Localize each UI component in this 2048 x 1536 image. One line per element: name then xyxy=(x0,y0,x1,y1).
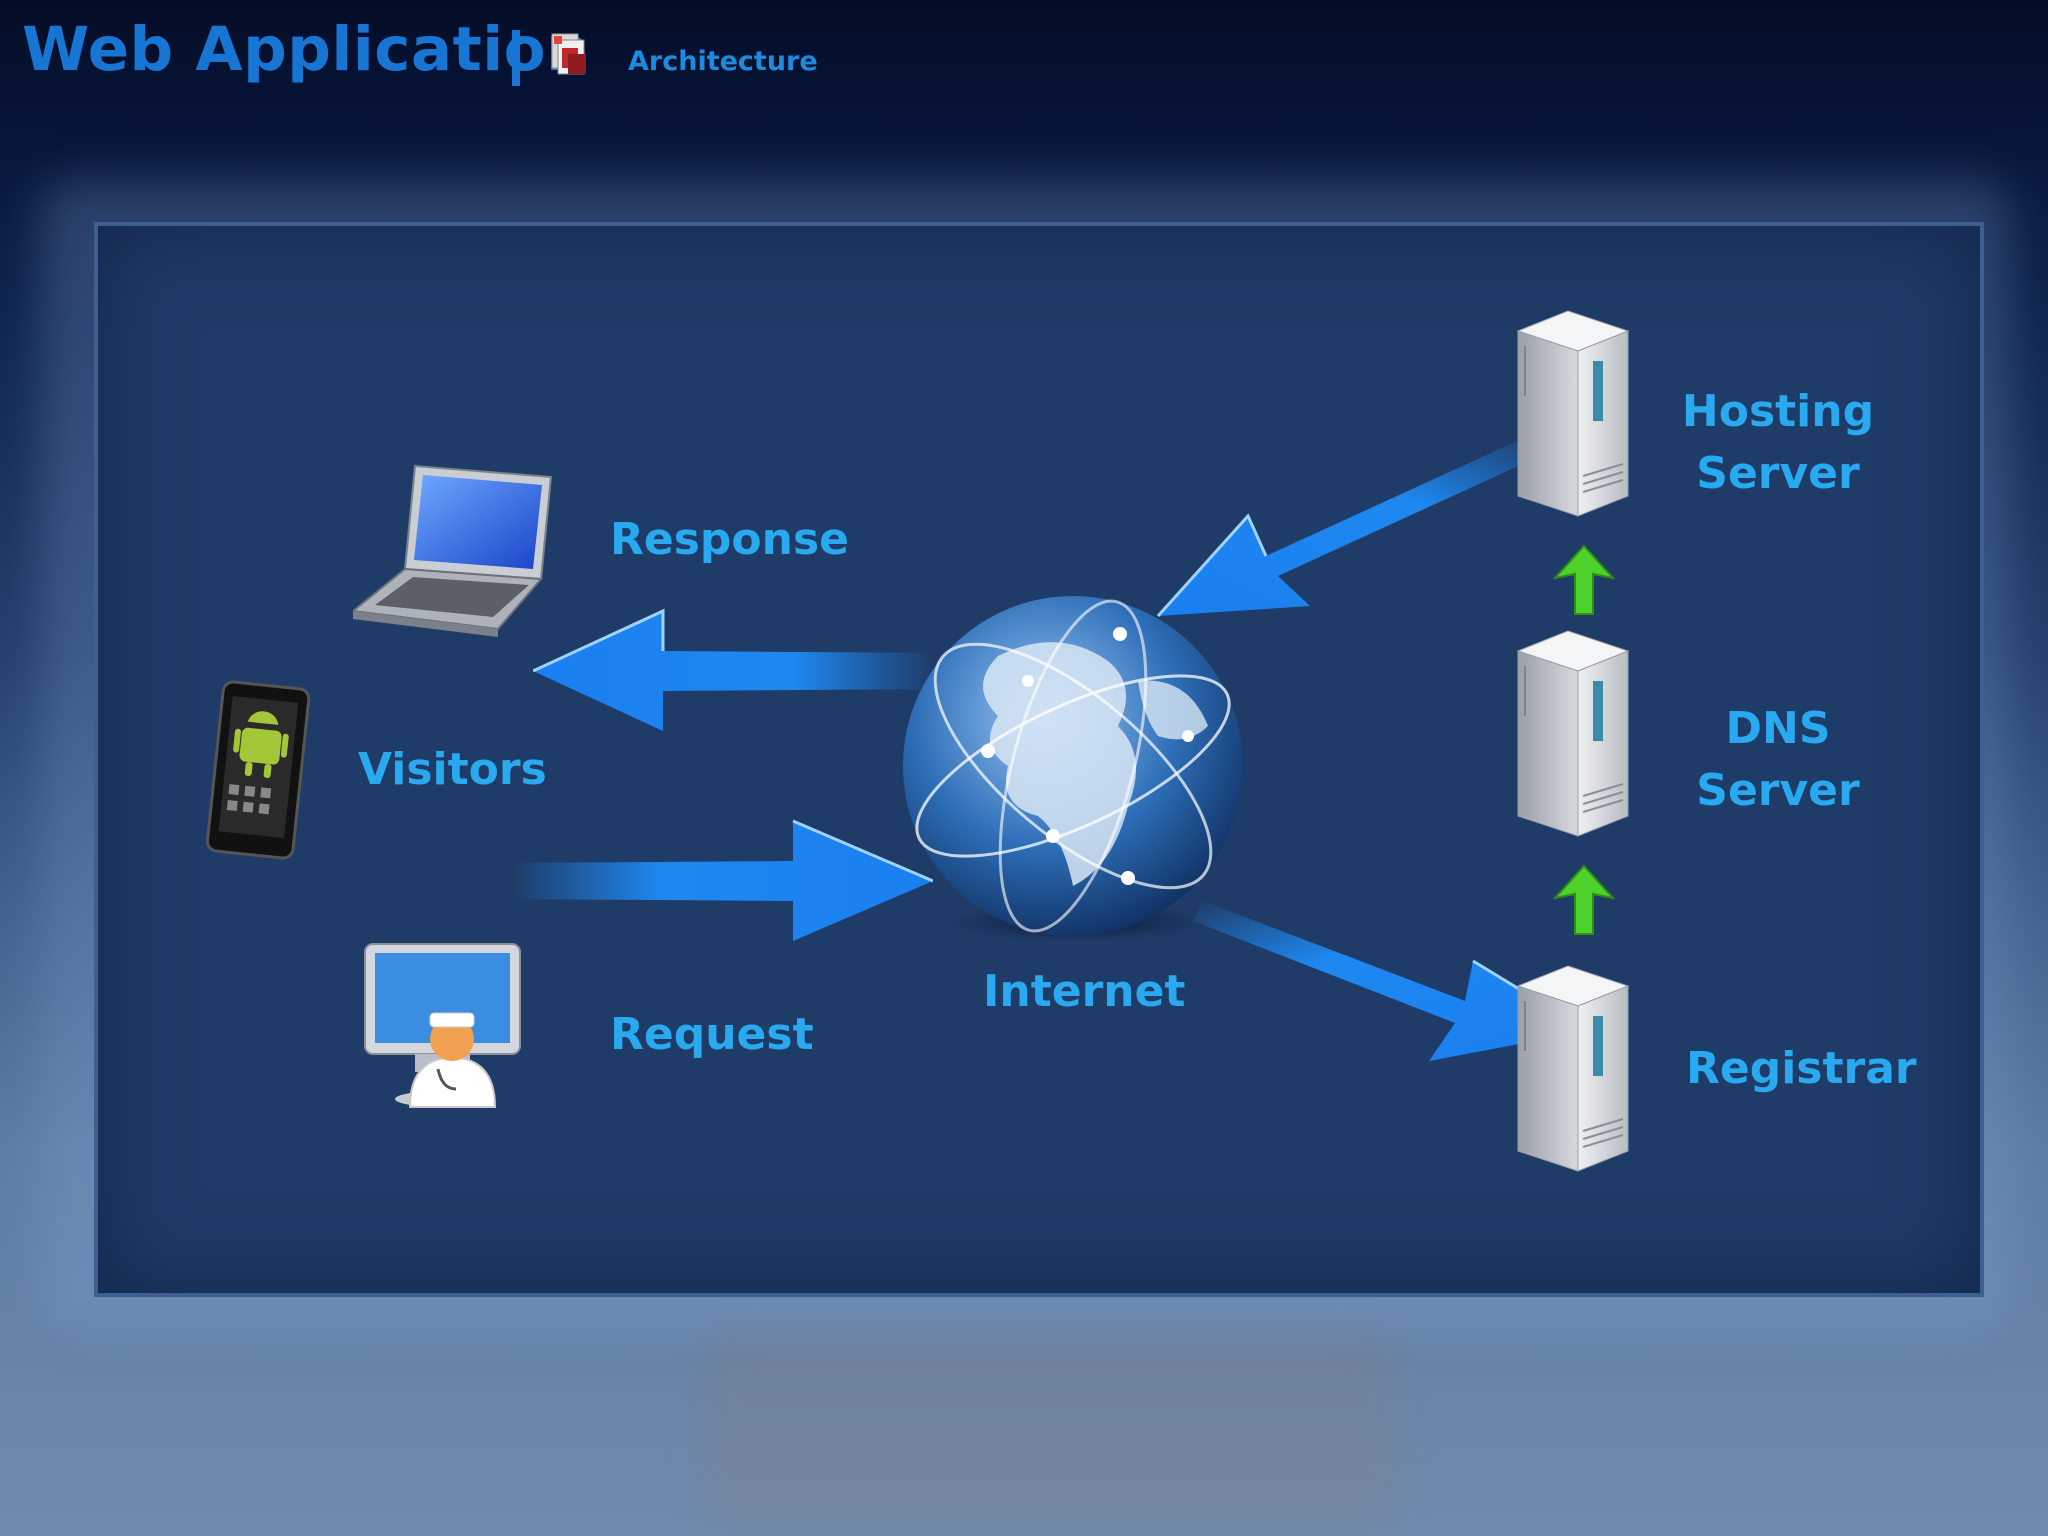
hosting-to-internet-arrow-icon xyxy=(1148,406,1548,626)
dns-server-label-line1: DNS xyxy=(1725,703,1831,754)
globe-icon xyxy=(888,586,1268,946)
hosting-server-label: Hosting Server xyxy=(1668,381,1888,505)
green-up-arrow-icon xyxy=(1553,864,1615,936)
hosting-server-label-line1: Hosting xyxy=(1681,386,1875,437)
request-arrow-icon xyxy=(513,811,933,951)
doctor-monitor-icon xyxy=(360,939,530,1109)
request-label: Request xyxy=(610,1009,814,1060)
internet-label: Internet xyxy=(983,966,1186,1017)
page-title: Web Application xyxy=(22,14,590,85)
android-tablet-icon xyxy=(203,679,313,864)
green-up-arrow-icon xyxy=(1553,544,1615,616)
response-label: Response xyxy=(610,514,849,565)
page-subtitle: Architecture xyxy=(628,46,818,77)
background-blur-shape xyxy=(700,1330,1400,1530)
dns-server-label-line2: Server xyxy=(1696,765,1860,816)
title-divider xyxy=(512,30,520,86)
dns-server-icon xyxy=(1513,626,1643,841)
visitors-label: Visitors xyxy=(358,744,547,795)
registrar-server-icon xyxy=(1513,961,1643,1176)
architecture-diagram: Response Visitors Request Internet Hosti… xyxy=(94,222,1984,1297)
header: Web Application Architecture xyxy=(0,0,2048,120)
hosting-server-label-line2: Server xyxy=(1696,448,1860,499)
registrar-label: Registrar xyxy=(1686,1043,1917,1094)
document-icon xyxy=(548,30,594,80)
dns-server-label: DNS Server xyxy=(1668,698,1888,822)
response-arrow-icon xyxy=(533,601,933,741)
laptop-icon xyxy=(353,461,553,641)
hosting-server-icon xyxy=(1513,306,1643,521)
